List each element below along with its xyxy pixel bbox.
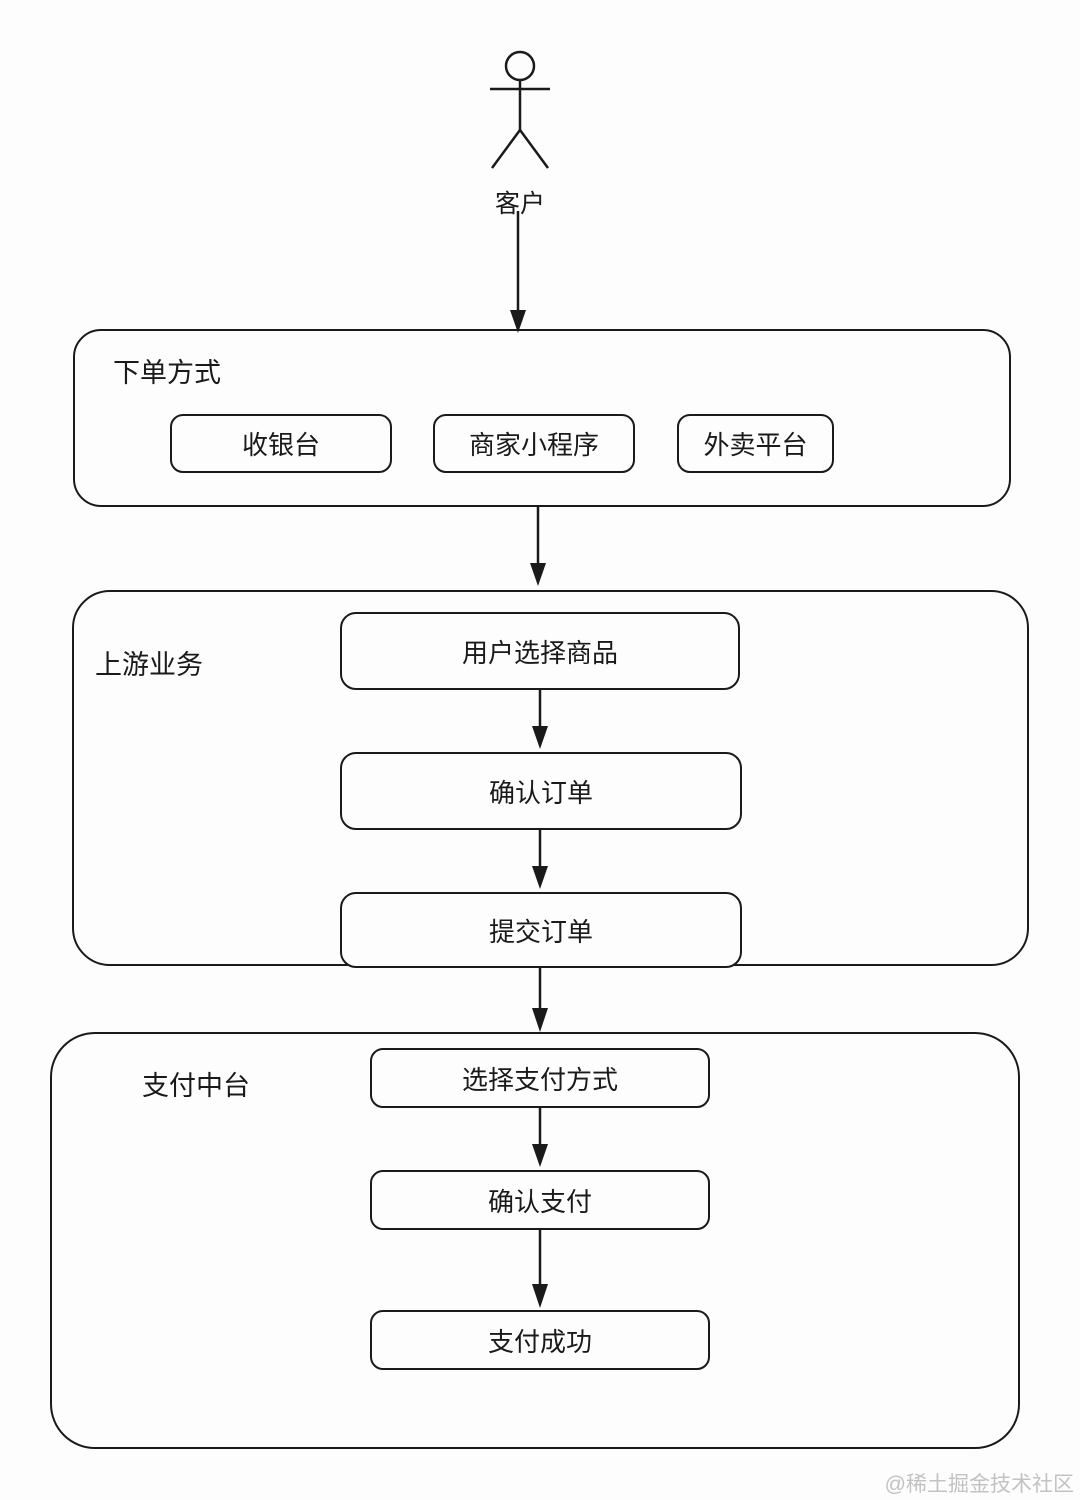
node-submit-order: 提交订单 xyxy=(340,892,742,968)
arrow-upstream-to-payment xyxy=(532,966,548,1032)
group-upstream-business-title: 上游业务 xyxy=(95,650,203,680)
group-order-method xyxy=(73,329,1011,507)
node-merchant-miniapp: 商家小程序 xyxy=(433,414,635,473)
group-payment-platform xyxy=(50,1032,1020,1449)
node-user-select-goods: 用户选择商品 xyxy=(340,612,740,690)
node-confirm-order: 确认订单 xyxy=(340,752,742,830)
node-confirm-payment: 确认支付 xyxy=(370,1170,710,1230)
arrow-order-method-to-upstream xyxy=(530,506,546,586)
actor-person-icon xyxy=(490,50,550,169)
actor-label: 客户 xyxy=(494,190,545,218)
node-payment-success: 支付成功 xyxy=(370,1310,710,1370)
node-delivery-platform: 外卖平台 xyxy=(677,414,834,473)
group-order-method-title: 下单方式 xyxy=(113,358,221,388)
watermark-text: @稀土掘金技术社区 xyxy=(884,1473,1074,1496)
node-select-pay-method: 选择支付方式 xyxy=(370,1048,710,1108)
node-cashier: 收银台 xyxy=(170,414,392,473)
group-payment-platform-title: 支付中台 xyxy=(142,1071,250,1101)
arrow-actor-to-order-method xyxy=(510,211,526,333)
